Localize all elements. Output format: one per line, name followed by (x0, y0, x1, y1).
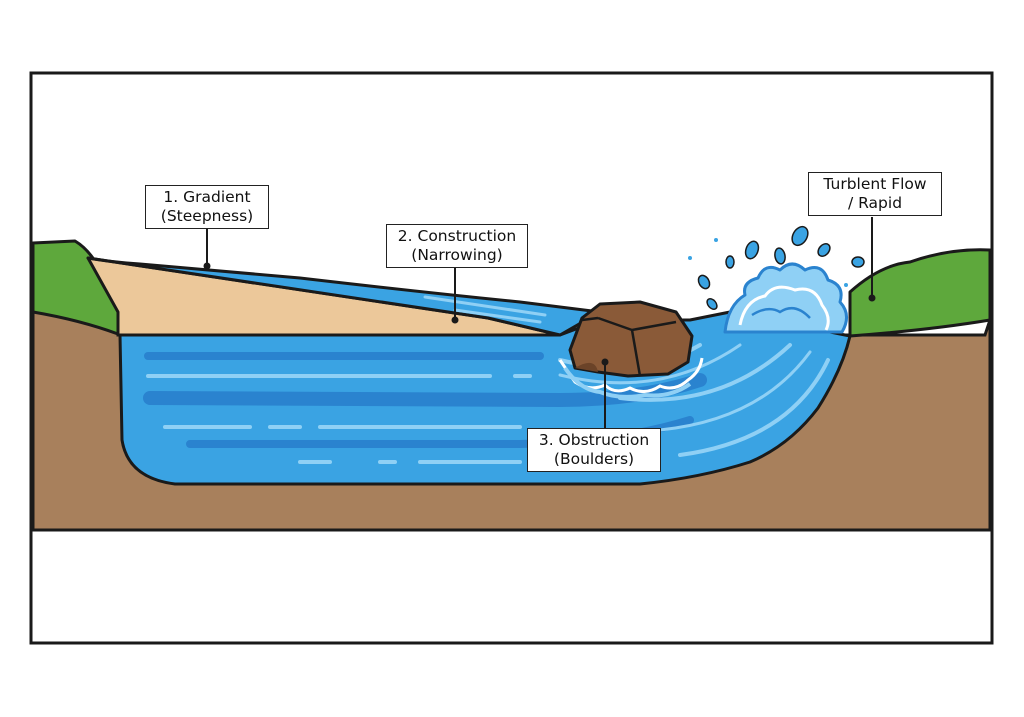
leader-line-obstruction (601, 358, 609, 428)
leader-line-turbulent (868, 217, 876, 302)
label-gradient: 1. Gradient (Steepness) (145, 185, 269, 229)
label-turbulent-line2: / Rapid (847, 194, 903, 212)
flow-curve (658, 350, 812, 432)
boulder-foam (563, 366, 692, 399)
label-obstruction: 3. Obstruction (Boulders) (527, 428, 661, 472)
leader-line-construction (451, 268, 459, 324)
label-gradient-line2: (Steepness) (160, 207, 254, 225)
surface-highlight (453, 308, 542, 324)
label-turbulent-line1: Turblent Flow (823, 175, 927, 193)
boulder-icon (568, 300, 694, 378)
label-construction-line2: (Narrowing) (411, 246, 503, 264)
label-obstruction-line2: (Boulders) (553, 450, 635, 468)
right-grass-bank (848, 248, 992, 338)
sloped-water-surface (86, 256, 602, 337)
flow-curve (558, 343, 742, 385)
flow-curve (618, 343, 792, 402)
leader-line-gradient (203, 228, 211, 270)
label-construction-line1: 2. Construction (397, 227, 517, 245)
label-construction: 2. Construction (Narrowing) (386, 224, 528, 268)
label-turbulent: Turblent Flow / Rapid (808, 172, 942, 216)
splash-icon (688, 225, 865, 334)
label-gradient-line1: 1. Gradient (163, 188, 251, 206)
surface-highlight (423, 295, 547, 317)
label-obstruction-line1: 3. Obstruction (538, 431, 650, 449)
flow-curve (678, 358, 830, 457)
